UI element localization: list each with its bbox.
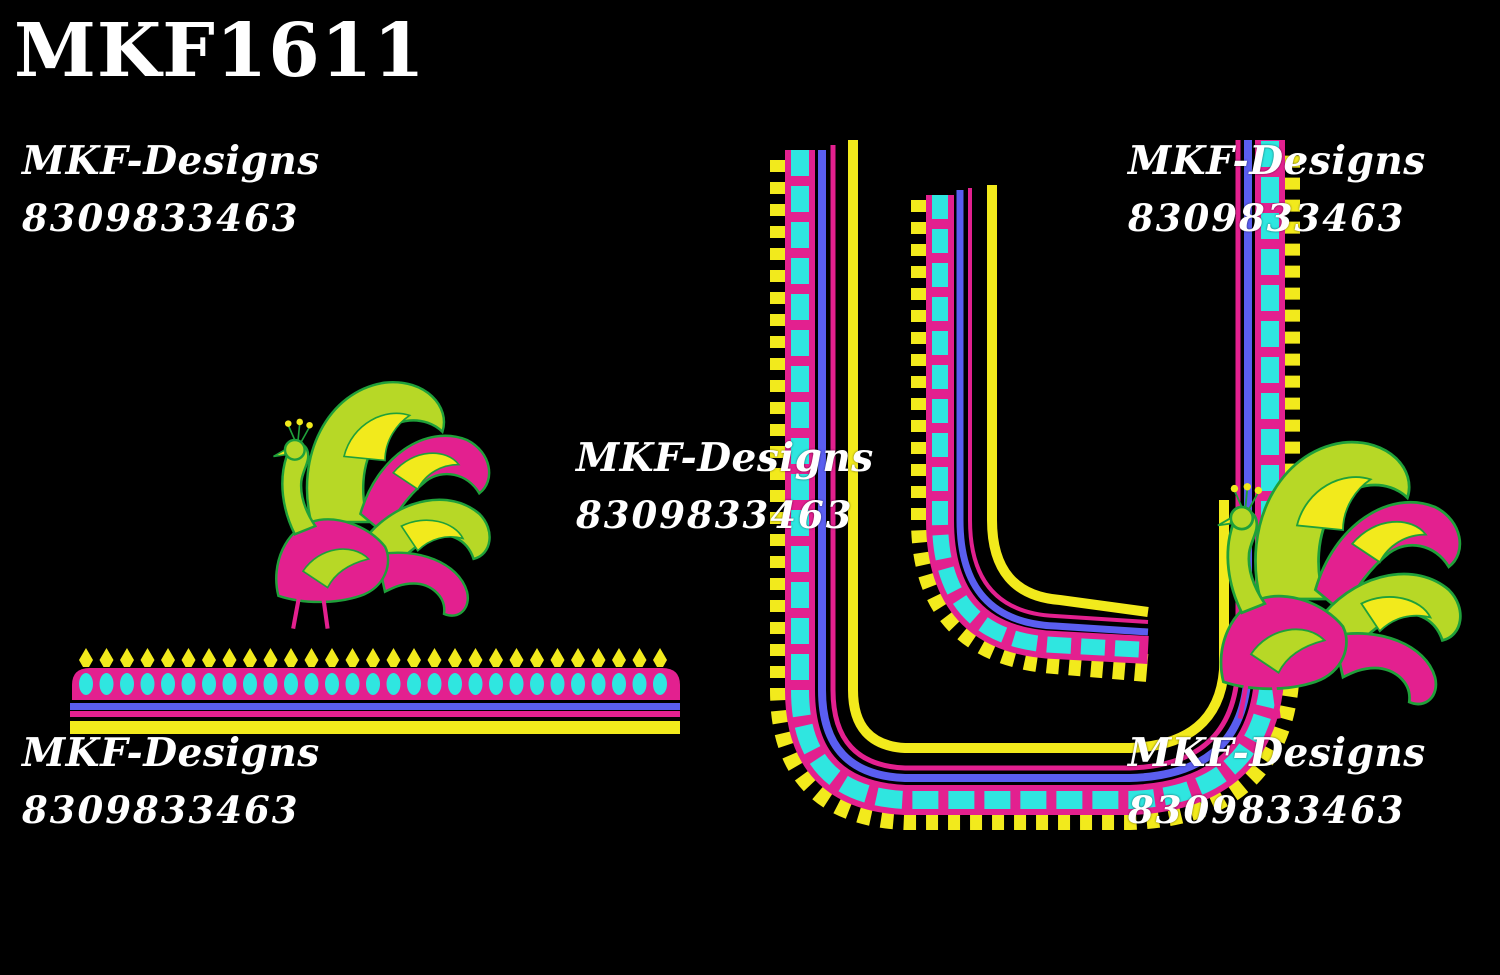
lotus-motif — [489, 648, 503, 667]
bead-motif — [571, 673, 585, 695]
lotus-motif — [181, 648, 196, 667]
design-code-title: MKF1611 — [14, 8, 426, 94]
lotus-motif — [99, 648, 114, 667]
lotus-motif — [140, 648, 155, 667]
peacock-motif-left — [273, 382, 489, 628]
bead-motif — [325, 673, 339, 695]
bead-motif — [140, 673, 155, 695]
watermark-phone: 8309833463 — [22, 788, 300, 832]
lotus-motif — [202, 648, 216, 667]
bead-motif — [161, 673, 175, 695]
lotus-motif — [468, 648, 483, 667]
bead-motif — [653, 673, 667, 695]
watermark-center: MKF-Designs 8309833463 — [576, 430, 874, 544]
neckline-front — [911, 185, 1150, 682]
watermark-top-left: MKF-Designs 8309833463 — [22, 133, 320, 247]
bead-motif — [222, 673, 237, 695]
bead-motif — [120, 673, 134, 695]
bead-motif — [79, 673, 93, 695]
neckline-back — [770, 140, 1300, 830]
bead-motif — [427, 673, 442, 695]
bead-motif — [263, 673, 278, 695]
bead-motif — [468, 673, 483, 695]
bead-motif — [99, 673, 114, 695]
lotus-motif — [222, 648, 237, 667]
watermark-brand: MKF-Designs — [22, 138, 320, 184]
bead-motif — [202, 673, 216, 695]
watermark-brand: MKF-Designs — [1128, 138, 1426, 184]
lotus-motif — [653, 648, 667, 667]
lotus-motif — [284, 648, 298, 667]
lotus-motif — [632, 648, 647, 667]
bead-motif — [284, 673, 298, 695]
bead-motif — [366, 673, 380, 695]
lotus-motif — [386, 648, 401, 667]
bead-motif — [489, 673, 503, 695]
lotus-motif — [571, 648, 585, 667]
bead-motif — [386, 673, 401, 695]
watermark-phone: 8309833463 — [22, 196, 300, 240]
lotus-motif — [530, 648, 544, 667]
lotus-motif — [243, 648, 257, 667]
bead-motif — [509, 673, 524, 695]
bead-motif — [181, 673, 196, 695]
bead-motif — [530, 673, 544, 695]
bead-motif — [632, 673, 647, 695]
lotus-motif — [612, 648, 626, 667]
watermark-brand: MKF-Designs — [22, 730, 320, 776]
lotus-motif — [366, 648, 380, 667]
lotus-motif — [550, 648, 565, 667]
lotus-motif — [448, 648, 462, 667]
lotus-motif — [325, 648, 339, 667]
bead-motif — [243, 673, 257, 695]
lotus-motif — [120, 648, 134, 667]
lotus-motif — [509, 648, 524, 667]
lotus-motif — [407, 648, 421, 667]
lotus-motif — [263, 648, 278, 667]
bead-motif — [407, 673, 421, 695]
bead-motif — [591, 673, 606, 695]
watermark-phone: 8309833463 — [1128, 196, 1406, 240]
watermark-brand: MKF-Designs — [1128, 730, 1426, 776]
bead-motif — [448, 673, 462, 695]
lotus-motif — [427, 648, 442, 667]
lotus-motif — [345, 648, 360, 667]
bead-motif — [612, 673, 626, 695]
watermark-phone: 8309833463 — [1128, 788, 1406, 832]
lotus-motif — [591, 648, 606, 667]
lotus-motif — [304, 648, 319, 667]
watermark-bottom-right: MKF-Designs 8309833463 — [1128, 725, 1426, 839]
bead-motif — [345, 673, 360, 695]
peacock-motif-right — [1218, 442, 1460, 718]
watermark-bottom-left: MKF-Designs 8309833463 — [22, 725, 320, 839]
bead-motif — [550, 673, 565, 695]
lotus-motif — [161, 648, 175, 667]
watermark-phone: 8309833463 — [576, 493, 854, 537]
bead-motif — [304, 673, 319, 695]
watermark-brand: MKF-Designs — [576, 435, 874, 481]
watermark-top-right: MKF-Designs 8309833463 — [1128, 133, 1426, 247]
sleeve-border — [70, 648, 680, 734]
lotus-motif — [79, 648, 93, 667]
